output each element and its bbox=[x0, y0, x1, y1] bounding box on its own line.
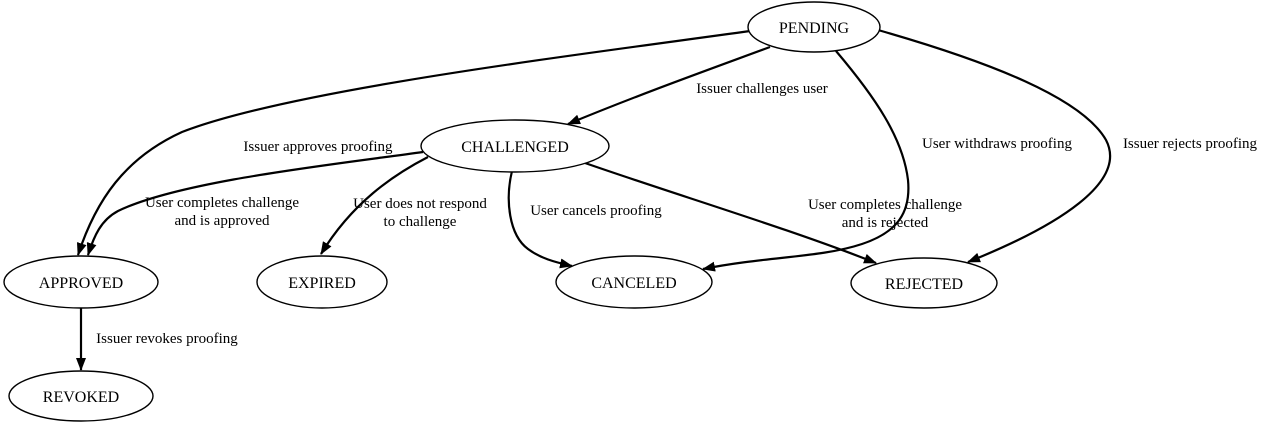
node-pending: PENDING bbox=[747, 1, 881, 53]
node-ellipse-challenged bbox=[420, 119, 610, 173]
edge-label-approved-revoked: Issuer revokes proofing bbox=[96, 331, 238, 347]
nodes-layer: PENDING CHALLENGED APPROVED EXPIRED CANCELED… bbox=[3, 1, 998, 422]
node-label-expired: EXPIRED bbox=[288, 275, 356, 292]
edge-label-line: User cancels proofing bbox=[530, 203, 662, 219]
node-expired: EXPIRED bbox=[256, 255, 388, 309]
node-canceled: CANCELED bbox=[555, 255, 713, 309]
edge-label-challenged-expired: User does not respond to challenge bbox=[353, 196, 487, 230]
edge-label-pending-approved: Issuer approves proofing bbox=[243, 139, 393, 155]
edge-label-line: User withdraws proofing bbox=[922, 136, 1072, 152]
node-challenged: CHALLENGED bbox=[420, 119, 610, 173]
edge-label-line: Issuer challenges user bbox=[696, 81, 828, 97]
node-approved: APPROVED bbox=[3, 255, 159, 309]
edge-challenged-canceled bbox=[507, 170, 573, 269]
node-label-canceled: CANCELED bbox=[591, 275, 676, 292]
edge-label-challenged-approved: User completes challenge and is approved bbox=[145, 195, 299, 229]
edge-label-pending-challenged: Issuer challenges user bbox=[696, 81, 828, 97]
edge-pending-rejected bbox=[877, 28, 1112, 264]
edge-pending-canceled bbox=[702, 50, 910, 272]
edge-label-pending-rejected: Issuer rejects proofing bbox=[1123, 136, 1258, 152]
node-ellipse-pending bbox=[747, 1, 881, 53]
edge-label-challenged-canceled: User cancels proofing bbox=[530, 203, 662, 219]
node-ellipse-revoked bbox=[8, 370, 154, 422]
node-rejected: REJECTED bbox=[850, 257, 998, 309]
edge-label-line: User does not respond bbox=[353, 196, 487, 212]
edge-label-line: and is approved bbox=[175, 213, 270, 229]
edge-label-line: Issuer revokes proofing bbox=[96, 331, 238, 347]
node-revoked: REVOKED bbox=[8, 370, 154, 422]
edge-pending-challenged bbox=[567, 45, 771, 126]
node-label-pending: PENDING bbox=[779, 20, 850, 37]
edge-label-line: Issuer approves proofing bbox=[243, 139, 393, 155]
edge-label-line: User completes challenge bbox=[808, 197, 962, 213]
node-label-rejected: REJECTED bbox=[885, 276, 963, 293]
edge-challenged-expired bbox=[320, 156, 429, 255]
edge-label-line: to challenge bbox=[384, 214, 457, 230]
node-label-approved: APPROVED bbox=[39, 275, 123, 292]
node-ellipse-approved bbox=[3, 255, 159, 309]
node-label-challenged: CHALLENGED bbox=[461, 139, 569, 156]
edge-label-pending-canceled: User withdraws proofing bbox=[922, 136, 1072, 152]
edge-label-challenged-rejected: User completes challenge and is rejected bbox=[808, 197, 962, 231]
edge-label-line: Issuer rejects proofing bbox=[1123, 136, 1258, 152]
node-ellipse-rejected bbox=[850, 257, 998, 309]
edge-label-line: User completes challenge bbox=[145, 195, 299, 211]
edge-pending-approved bbox=[76, 29, 751, 256]
edges-layer bbox=[76, 28, 1112, 371]
node-ellipse-expired bbox=[256, 255, 388, 309]
node-ellipse-canceled bbox=[555, 255, 713, 309]
edge-label-line: and is rejected bbox=[842, 215, 929, 231]
node-label-revoked: REVOKED bbox=[43, 389, 119, 406]
edge-challenged-rejected bbox=[584, 161, 877, 265]
edge-challenged-approved bbox=[86, 150, 424, 256]
